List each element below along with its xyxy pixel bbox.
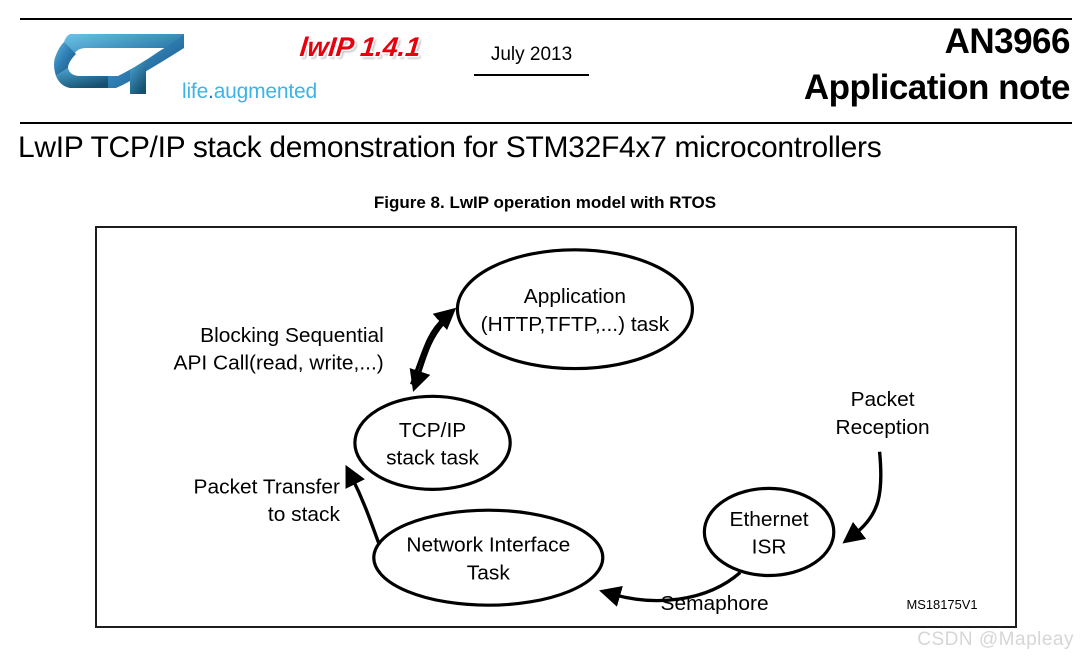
edge-packet-reception-arrow: [842, 451, 883, 544]
edge-blocking-api-down-arrow: [409, 321, 445, 392]
node-tcpip-stack-label-line2: stack task: [386, 447, 480, 470]
edge-blocking-api: Blocking Sequential API Call(read, write…: [174, 307, 457, 392]
st-logo: life.augmented: [34, 28, 354, 110]
edge-packet-reception: Packet Reception: [836, 388, 930, 544]
node-tcpip-stack[interactable]: TCP/IP stack task: [353, 394, 512, 491]
document-header: life.augmented lwIP 1.4.1 July 2013 AN39…: [0, 0, 1090, 126]
edge-packet-reception-label-line1: Packet: [851, 388, 915, 411]
node-ethernet-isr-shape[interactable]: [702, 486, 836, 578]
edge-semaphore-label: Semaphore: [661, 592, 769, 615]
edge-packet-transfer-label-line1: Packet Transfer: [194, 475, 340, 498]
edge-semaphore: Semaphore: [599, 571, 769, 615]
lwip-version-badge: lwIP 1.4.1: [298, 32, 423, 62]
st-tagline-life: life: [182, 80, 209, 103]
node-application-label-line1: Application: [524, 285, 626, 308]
figure-caption: Figure 8. LwIP operation model with RTOS: [373, 193, 717, 212]
node-ethernet-isr[interactable]: Ethernet ISR: [702, 486, 836, 578]
node-tcpip-stack-shape[interactable]: [353, 394, 512, 491]
edge-blocking-api-label-line2: API Call(read, write,...): [174, 352, 384, 375]
st-logo-icon: [54, 34, 184, 94]
figure-diagram: Blocking Sequential API Call(read, write…: [174, 248, 978, 615]
node-network-interface-label-line1: Network Interface: [406, 534, 570, 557]
document-code: AN3966: [944, 22, 1071, 61]
edge-blocking-api-label-line1: Blocking Sequential: [200, 324, 384, 347]
csdn-watermark: CSDN @Mapleay: [917, 629, 1074, 650]
edge-packet-transfer: Packet Transfer to stack: [194, 464, 386, 558]
header-bottom-rule: [20, 122, 1072, 124]
st-tagline: life.augmented: [182, 80, 317, 104]
node-network-interface-shape[interactable]: [372, 508, 605, 607]
document-date: July 2013: [474, 44, 589, 76]
document-type: Application note: [803, 68, 1071, 107]
node-network-interface[interactable]: Network Interface Task: [372, 508, 605, 607]
document-subtitle: LwIP TCP/IP stack demonstration for STM3…: [18, 131, 882, 164]
st-tagline-dot: .: [208, 80, 214, 103]
edge-semaphore-arrow: [599, 571, 742, 607]
node-ethernet-isr-label-line2: ISR: [752, 536, 787, 559]
node-application-shape[interactable]: [455, 248, 694, 371]
header-top-rule: [20, 18, 1072, 20]
node-application-label-line2: (HTTP,TFTP,...) task: [481, 313, 670, 336]
node-network-interface-label-line2: Task: [467, 562, 511, 585]
node-tcpip-stack-label-line1: TCP/IP: [399, 419, 466, 442]
edge-packet-transfer-label-line2: to stack: [268, 503, 341, 526]
node-application[interactable]: Application (HTTP,TFTP,...) task: [455, 248, 694, 371]
figure-container: Blocking Sequential API Call(read, write…: [95, 226, 1017, 628]
figure-id: MS18175V1: [906, 597, 977, 612]
edge-packet-reception-label-line2: Reception: [836, 416, 930, 439]
node-ethernet-isr-label-line1: Ethernet: [730, 508, 809, 531]
st-tagline-augmented: augmented: [213, 80, 317, 103]
